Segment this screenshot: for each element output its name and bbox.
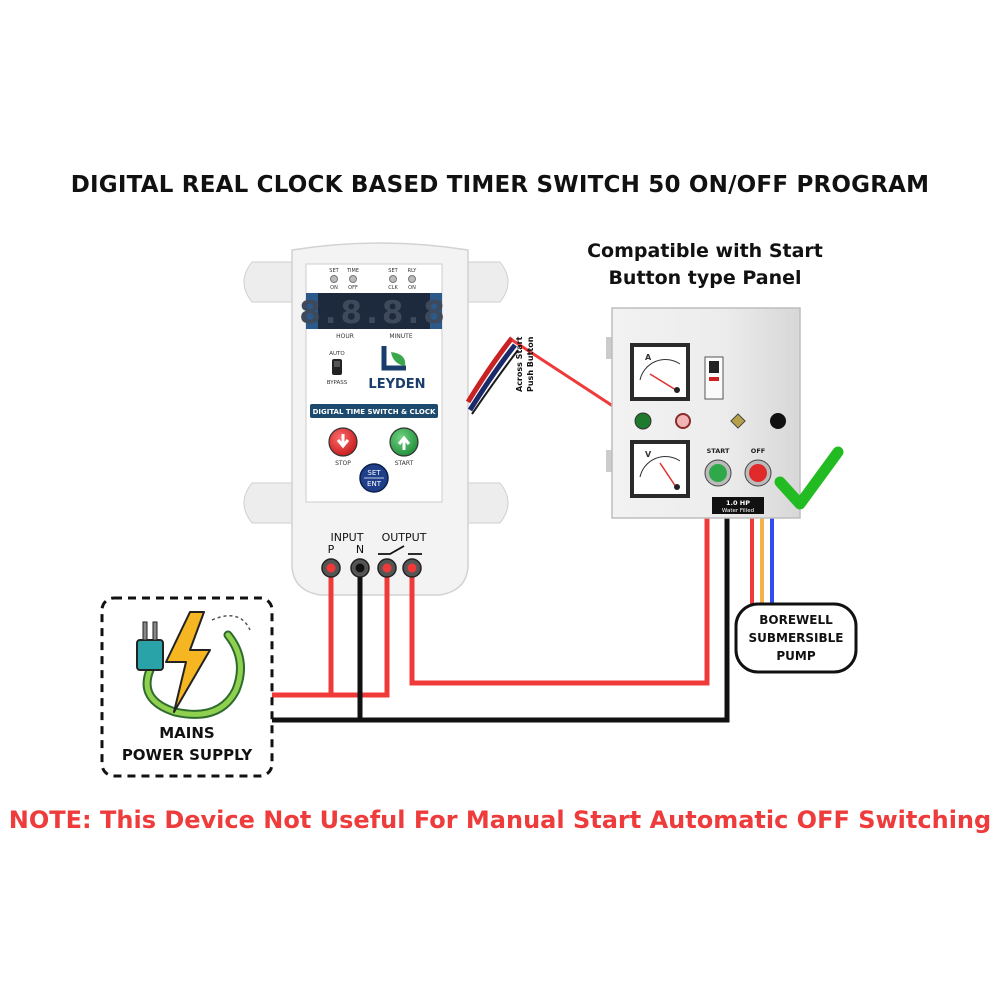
mains-label-line-2: POWER SUPPLY	[122, 746, 254, 764]
leyden-logo-icon	[381, 346, 406, 371]
voltmeter-needle	[659, 462, 677, 488]
ammeter-scale	[639, 359, 681, 381]
led-label: TIME	[346, 268, 359, 274]
mains-label-line-1: MAINS	[159, 724, 214, 742]
hour-label: HOUR	[336, 333, 354, 340]
led-row: SET TIME SET RLY ON OFF CLK ON	[329, 268, 417, 291]
compatibility-caption: Compatible with Start Button type Panel	[570, 238, 840, 292]
starter-panel: A V START OFF 1.0 HP Water Filled	[606, 307, 801, 519]
indicator-lamp-red	[675, 413, 691, 429]
pump-label-line-3: PUMP	[776, 649, 815, 663]
compatibility-line-1: Compatible with Start	[587, 240, 823, 262]
page-title: DIGITAL REAL CLOCK BASED TIMER SWITCH 50…	[70, 172, 930, 198]
ammeter-needle	[649, 373, 677, 391]
cable-black	[471, 349, 519, 415]
switch-lever	[334, 361, 340, 367]
mcb-label-strip	[709, 377, 719, 381]
lightning-bolt-icon	[165, 611, 211, 713]
mount-ear-bottom-right	[467, 482, 509, 524]
pump-label-box	[734, 602, 858, 674]
indicator-lamp-green	[634, 412, 652, 430]
terminal-core	[355, 563, 365, 573]
wire-phase-to-output	[331, 570, 390, 698]
voltmeter-letter: V	[645, 450, 652, 459]
indicator-led	[330, 275, 338, 283]
panel-start-label: START	[707, 447, 730, 455]
display-bezel-left	[306, 293, 318, 329]
terminal-core	[382, 563, 392, 573]
mount-ear-top-left	[243, 261, 293, 303]
n-terminal-label: N	[356, 543, 364, 556]
stop-label: STOP	[335, 460, 351, 467]
led-sublabel: ON	[330, 285, 338, 291]
voltmeter-scale	[639, 456, 681, 478]
mains-power-box: MAINS POWER SUPPLY	[100, 596, 274, 778]
minute-label: MINUTE	[389, 333, 412, 340]
indicator-led	[408, 275, 416, 283]
led-sublabel: ON	[408, 285, 416, 291]
rating-plate-line-1: 1.0 HP	[726, 499, 750, 507]
input-label: INPUT	[331, 531, 364, 544]
led-label: RLY	[408, 268, 418, 274]
timer-device: SET TIME SET RLY ON OFF CLK ON 8.8.8.8 H…	[243, 242, 509, 596]
panel-knob[interactable]	[770, 413, 786, 429]
auto-label: AUTO	[329, 351, 345, 357]
power-plug-icon	[136, 615, 251, 719]
pump-label: BOREWELL SUBMERSIBLE PUMP	[734, 602, 858, 674]
panel-hinge	[606, 337, 614, 359]
rating-plate-line-2: Water Filled	[722, 508, 754, 514]
terminal-block	[321, 558, 422, 578]
warning-note: NOTE: This Device Not Useful For Manual …	[8, 806, 992, 834]
voltmeter-pivot	[674, 484, 680, 490]
wire-label: Across Start Push Button	[515, 336, 535, 392]
ammeter-letter: A	[645, 353, 652, 362]
product-banner-text: DIGITAL TIME SWITCH & CLOCK	[313, 408, 436, 416]
ent-label: ENT	[367, 480, 382, 488]
pump-label-line-1: BOREWELL	[759, 613, 833, 627]
relay-contact-symbol	[378, 545, 422, 555]
panel-hinge	[606, 450, 614, 472]
mount-ear-top-right	[467, 261, 509, 303]
led-sublabel: CLK	[388, 285, 398, 291]
cable-blue	[467, 343, 517, 412]
panel-rotary-indicator	[730, 413, 746, 429]
panel-off-label: OFF	[751, 447, 765, 455]
compatibility-line-2: Button type Panel	[608, 267, 802, 289]
display-digits: 8.8.8.8	[299, 295, 449, 331]
panel-start-button[interactable]	[709, 464, 727, 482]
indicator-led	[389, 275, 397, 283]
led-label: SET	[388, 268, 398, 274]
brand-name: LEYDEN	[368, 377, 425, 392]
ammeter-pivot	[674, 387, 680, 393]
bypass-label: BYPASS	[327, 380, 348, 386]
wire-label-line-2: Push Button	[526, 336, 535, 392]
wire-neutral	[272, 510, 730, 723]
arrow-up-icon	[397, 435, 411, 450]
wire-label-line-1: Across Start	[515, 336, 524, 392]
arrow-down-icon	[336, 434, 350, 449]
wire-output-to-panel	[409, 510, 710, 686]
start-label: START	[395, 460, 414, 467]
rating-plate	[712, 497, 764, 514]
led-sublabel: OFF	[348, 285, 358, 291]
set-label: SET	[367, 469, 381, 477]
p-terminal-label: P	[328, 543, 335, 556]
panel-off-button[interactable]	[749, 464, 767, 482]
product-banner	[310, 404, 438, 418]
check-mark-icon	[774, 446, 844, 510]
output-label: OUTPUT	[382, 531, 427, 544]
terminal-core	[326, 563, 336, 573]
cable-red	[465, 336, 514, 404]
indicator-led	[349, 275, 357, 283]
terminal-core	[407, 563, 417, 573]
digital-display	[306, 293, 442, 329]
mount-ear-bottom-left	[243, 482, 293, 524]
display-bezel-right	[430, 293, 442, 329]
pump-label-line-2: SUBMERSIBLE	[748, 631, 843, 645]
led-label: SET	[329, 268, 339, 274]
mcb-toggle	[709, 361, 719, 373]
